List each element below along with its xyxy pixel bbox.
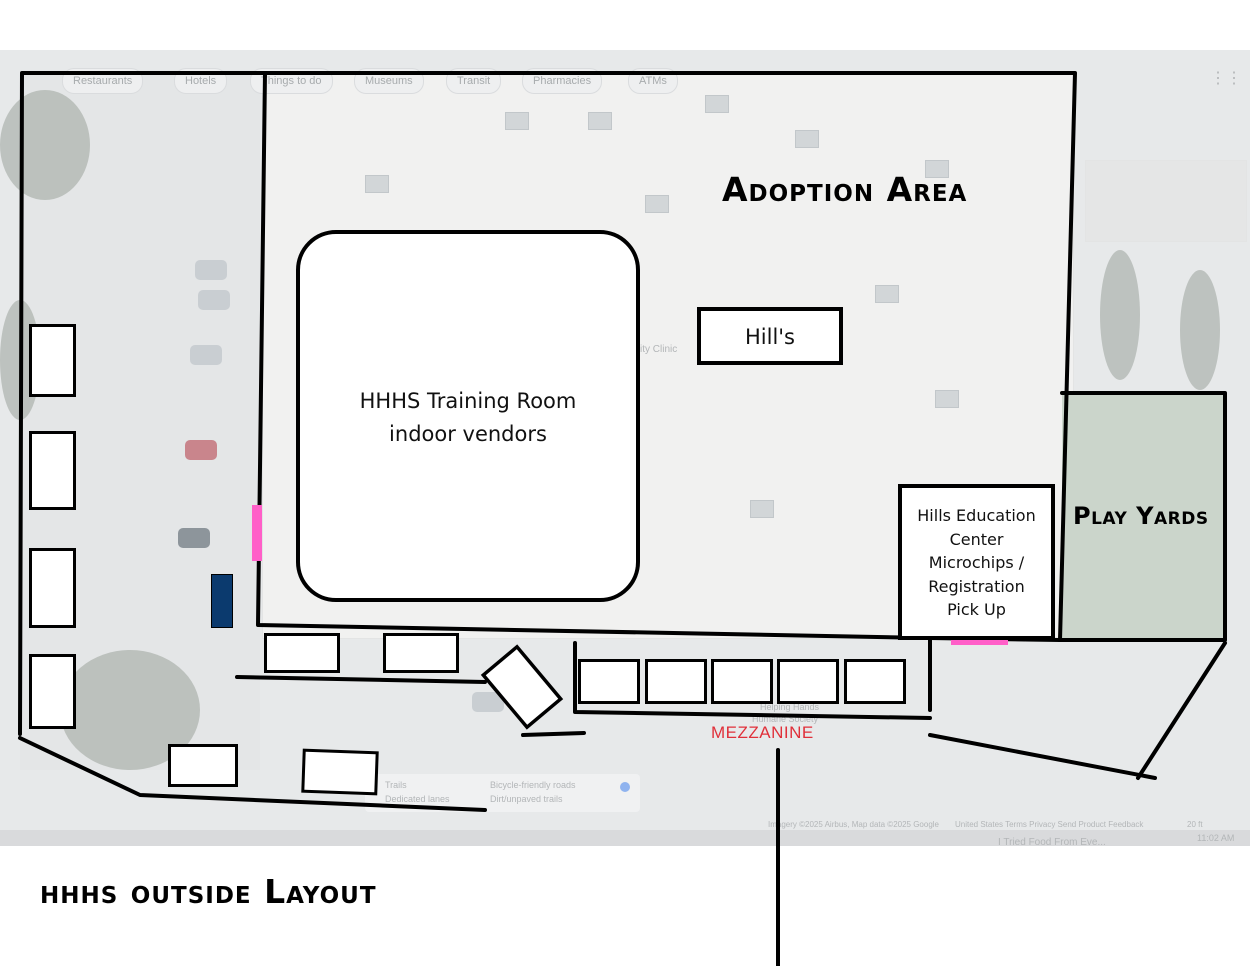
- entrance-marker-south: [951, 636, 1008, 645]
- walkway-lower-mid: [521, 731, 586, 737]
- vendor-booth[interactable]: [645, 659, 707, 704]
- parked-car: [195, 260, 227, 280]
- legend-bicycle-roads: Bicycle-friendly roads: [490, 780, 576, 790]
- map-attribution: Imagery ©2025 Airbus, Map data ©2025 Goo…: [768, 820, 940, 829]
- vendor-booth[interactable]: [301, 748, 379, 796]
- map-place-label: Helping Hands: [760, 702, 820, 712]
- rooftop-unit: [588, 112, 612, 130]
- vendor-booth[interactable]: [578, 659, 640, 704]
- rooftop-unit: [875, 285, 899, 303]
- education-center-line: Pick Up: [947, 600, 1006, 619]
- taskbar-window[interactable]: I Tried Food From Eve...: [998, 837, 1106, 846]
- parked-car: [472, 692, 504, 712]
- hills-booth-label: Hill's: [744, 325, 795, 349]
- legend-dirt-trails: Dirt/unpaved trails: [490, 794, 563, 804]
- page-title: hhhs outside Layout: [40, 872, 377, 911]
- vendor-booth[interactable]: [29, 431, 76, 510]
- education-center-line: Microchips /: [928, 553, 1025, 572]
- education-center-line: Registration: [928, 576, 1025, 596]
- map-footer-links[interactable]: United States Terms Privacy Send Product…: [955, 820, 1144, 829]
- taskbar-clock: 11:02 AM: [1197, 833, 1235, 843]
- play-yard-diagonal: [1136, 641, 1227, 780]
- vendor-booth[interactable]: [29, 654, 76, 729]
- parked-car: [178, 528, 210, 548]
- vendor-booth[interactable]: [844, 659, 906, 704]
- legend-dedicated-lanes: Dedicated lanes: [385, 794, 450, 804]
- rooftop-unit: [645, 195, 669, 213]
- tree: [1100, 250, 1140, 380]
- vendor-booth[interactable]: [711, 659, 773, 704]
- vendor-booth[interactable]: [777, 659, 839, 704]
- hills-booth[interactable]: Hill's: [697, 307, 843, 365]
- taskbar: [0, 830, 1250, 846]
- parked-car: [185, 440, 217, 460]
- map-place-label: Humane Society: [752, 714, 819, 724]
- rooftop-unit: [935, 390, 959, 408]
- rooftop-unit: [795, 130, 819, 148]
- map-legend: Trails Dedicated lanes Bicycle-friendly …: [365, 774, 640, 812]
- tree: [1180, 270, 1220, 390]
- tree: [0, 90, 90, 200]
- vendor-booth[interactable]: [264, 633, 340, 673]
- vendor-booth[interactable]: [168, 744, 238, 787]
- vendor-booth-rotated: [480, 644, 564, 730]
- training-room-subtitle: indoor vendors: [389, 422, 547, 446]
- rooftop-unit: [750, 500, 774, 518]
- property-boundary-bottom: [18, 736, 487, 812]
- vendor-booth[interactable]: [29, 324, 76, 397]
- satellite-map-background: Restaurants Hotels Things to do Museums …: [0, 50, 1250, 846]
- rooftop-unit: [705, 95, 729, 113]
- education-center-line: Center: [949, 529, 1004, 549]
- vendor-booth[interactable]: [383, 633, 459, 673]
- mezzanine-label: MEZZANINE: [711, 723, 814, 742]
- entrance-marker-west: [252, 505, 262, 561]
- rooftop-unit: [925, 160, 949, 178]
- vendor-booth[interactable]: [29, 548, 76, 628]
- hills-education-center[interactable]: Hills Education Center Microchips / Regi…: [898, 484, 1055, 640]
- neighbor-roof: [1085, 160, 1247, 242]
- parked-car: [190, 345, 222, 365]
- map-place-label: ity Clinic: [640, 344, 678, 355]
- rooftop-unit: [505, 112, 529, 130]
- play-yards-label: Play Yards: [1073, 502, 1209, 530]
- accessible-parking-marker: [211, 574, 233, 628]
- education-center-line: Hills Education: [917, 506, 1036, 525]
- parked-car: [198, 290, 230, 310]
- play-yard-turf: [1062, 395, 1227, 640]
- walkway-upper: [573, 641, 932, 720]
- walkway-lower-left: [235, 675, 487, 684]
- training-room-title: HHHS Training Room: [359, 389, 577, 413]
- training-room[interactable]: HHHS Training Room indoor vendors: [296, 230, 640, 602]
- adoption-area-label: Adoption Area: [722, 170, 968, 209]
- rooftop-unit: [365, 175, 389, 193]
- apps-grid-icon[interactable]: ⋮⋮: [1210, 70, 1242, 87]
- walkway-lower-right: [928, 733, 1157, 780]
- info-icon[interactable]: [620, 782, 630, 792]
- legend-trails: Trails: [385, 780, 407, 790]
- map-scale: 20 ft: [1187, 820, 1203, 829]
